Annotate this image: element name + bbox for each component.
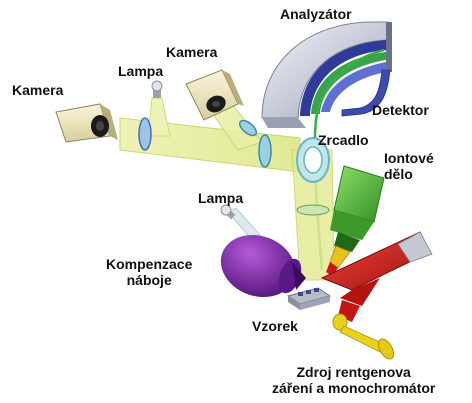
camera-left xyxy=(56,104,118,142)
label-analyzer: Analyzátor xyxy=(280,6,352,22)
lens-vertical xyxy=(297,205,329,215)
lens-left xyxy=(139,118,151,150)
label-ion-gun: Iontové dělo xyxy=(384,150,434,182)
label-lamp-top: Lampa xyxy=(118,63,163,79)
label-lamp-mid: Lampa xyxy=(198,190,243,206)
label-charge-comp-line2: náboje xyxy=(106,272,192,288)
label-xray-line1: Zdroj rentgenova xyxy=(272,364,435,380)
sample-stage xyxy=(288,288,330,310)
label-ion-gun-line1: Iontové xyxy=(384,150,434,166)
label-mirror: Zrcadlo xyxy=(318,132,369,148)
label-camera-top: Kamera xyxy=(166,44,217,60)
lens-mid xyxy=(259,135,271,167)
label-charge-comp: Kompenzace náboje xyxy=(106,256,192,288)
label-ion-gun-line2: dělo xyxy=(384,166,434,182)
label-xray: Zdroj rentgenova záření a monochromátor xyxy=(272,364,435,396)
label-camera-left: Kamera xyxy=(12,82,63,98)
label-detector: Detektor xyxy=(372,102,429,118)
label-sample: Vzorek xyxy=(252,318,298,334)
label-charge-comp-line1: Kompenzace xyxy=(106,256,192,272)
lamp-top xyxy=(152,81,162,98)
label-xray-line2: záření a monochromátor xyxy=(272,380,435,396)
